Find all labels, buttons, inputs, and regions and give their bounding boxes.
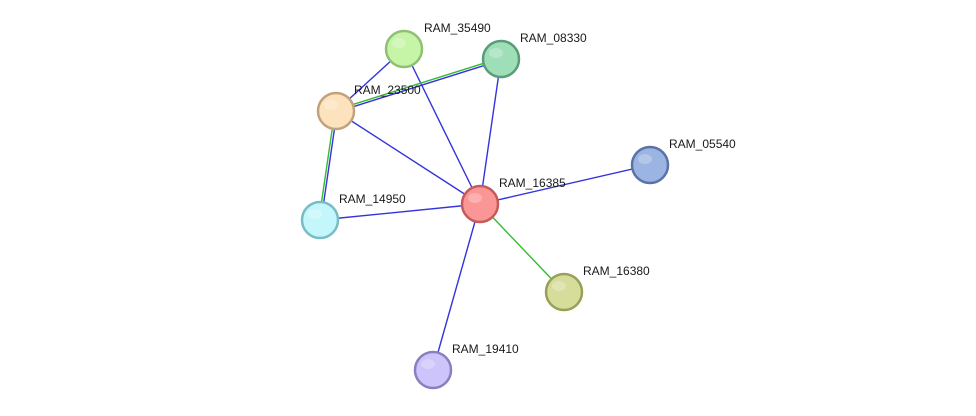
node-highlight [489,48,503,58]
node-RAM_35490[interactable] [384,29,424,69]
node-highlight [308,209,322,219]
edge-RAM_16385-RAM_19410 [432,203,481,371]
edges-layer [318,48,651,371]
node-RAM_19410[interactable] [413,350,453,390]
edge-RAM_35490-RAM_16385 [403,48,481,205]
node-label-RAM_14950: RAM_14950 [339,192,406,206]
node-RAM_16385[interactable] [460,184,500,224]
node-highlight [468,193,482,203]
node-highlight [392,38,406,48]
node-highlight [324,100,338,110]
node-label-RAM_16380: RAM_16380 [583,264,650,278]
edge-RAM_23500-RAM_16385 [335,110,481,205]
node-label-RAM_08330: RAM_08330 [520,31,587,45]
edge-RAM_14950-RAM_16385 [319,203,481,221]
node-RAM_14950[interactable] [300,200,340,240]
node-label-RAM_05540: RAM_05540 [669,137,736,151]
node-highlight [421,359,435,369]
edge-RAM_08330-RAM_23500 [335,57,501,111]
node-highlight [638,154,652,164]
edge-RAM_16385-RAM_16380 [479,203,565,293]
node-highlight [552,281,566,291]
edge-RAM_08330-RAM_23500 [336,59,502,113]
edge-RAM_08330-RAM_16385 [479,58,502,205]
node-RAM_08330[interactable] [481,39,521,79]
node-label-RAM_35490: RAM_35490 [424,21,491,35]
node-label-RAM_23500: RAM_23500 [354,83,421,97]
labels-layer: RAM_35490RAM_08330RAM_23500RAM_05540RAM_… [339,21,736,356]
nodes-layer [300,29,670,390]
edge-RAM_16385-RAM_05540 [479,164,651,205]
node-RAM_16380[interactable] [544,272,584,312]
node-RAM_23500[interactable] [316,91,356,131]
node-RAM_05540[interactable] [630,145,670,185]
node-label-RAM_16385: RAM_16385 [499,176,566,190]
node-label-RAM_19410: RAM_19410 [452,342,519,356]
